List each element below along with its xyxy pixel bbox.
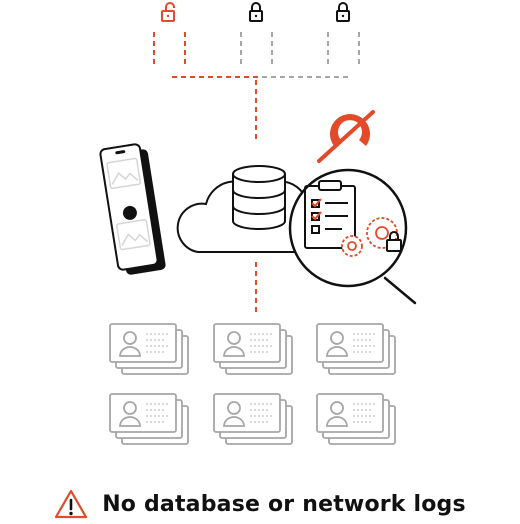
text-lines [250,403,274,423]
text-lines [353,333,377,353]
user-avatar-icon [223,331,245,357]
profile-card-stack [109,393,189,445]
profile-card-stack [316,323,396,375]
warning-triangle-icon [55,489,88,519]
text-lines [146,403,170,423]
unlocked-padlock-icon [161,2,175,22]
checklist-icon [304,180,356,249]
smartphone-icon [99,143,166,275]
profile-card-stack [109,323,189,375]
text-lines [146,333,170,353]
magnifier-checklist-icon [288,168,417,305]
text-lines [250,333,274,353]
text-lines [353,403,377,423]
profile-card-stack [316,393,396,445]
caption-text: No database or network logs [102,491,466,517]
user-avatar-icon [326,401,348,427]
profile-card-stack [213,393,293,445]
profile-card-stack [213,323,293,375]
connector-lines [153,32,360,312]
profile-card-grid [109,323,396,445]
user-avatar-icon [326,331,348,357]
speedometer-icon [317,110,375,163]
user-avatar-icon [223,401,245,427]
padlock-icon [386,231,402,252]
padlock-icon [336,2,350,22]
padlock-icon [249,2,263,22]
user-avatar-icon [119,401,141,427]
caption: No database or network logs [0,484,520,524]
user-avatar-icon [119,331,141,357]
